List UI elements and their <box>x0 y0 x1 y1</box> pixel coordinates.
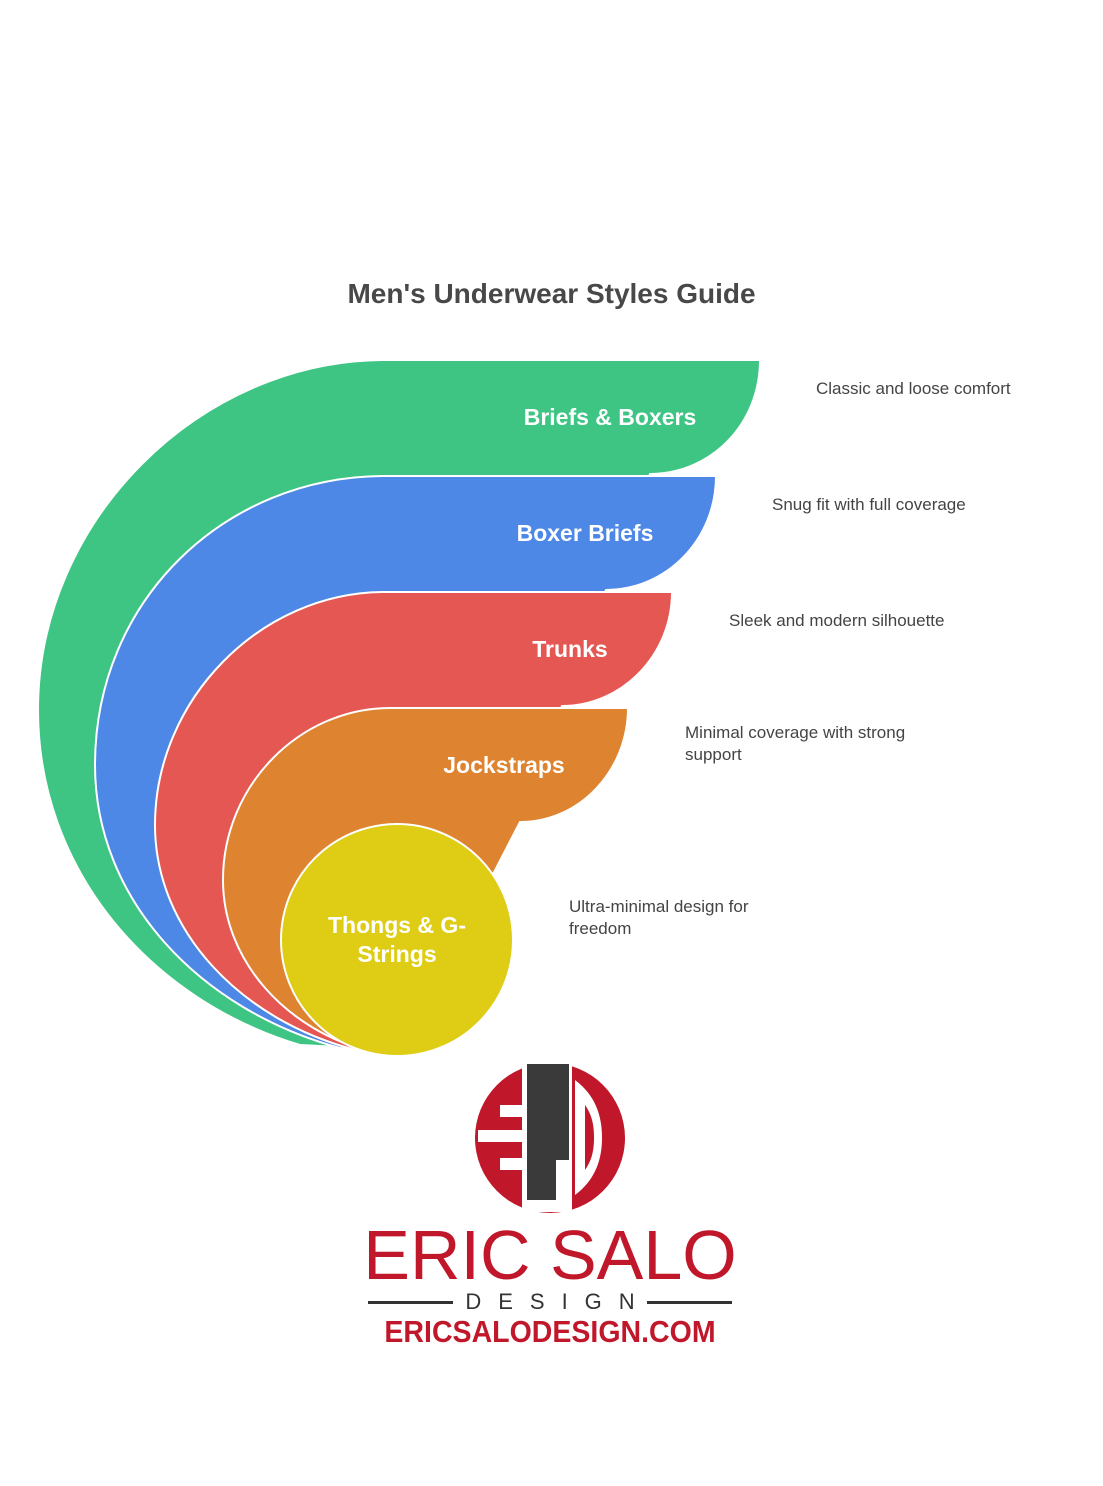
logo-subtitle-row: DESIGN <box>368 1289 733 1314</box>
logo-url: ERICSALODESIGN.COM <box>384 1314 716 1349</box>
layer-label: Trunks <box>532 636 608 662</box>
layer-label: Boxer Briefs <box>516 520 654 546</box>
layer-label: Jockstraps <box>443 752 565 778</box>
layer-description: Ultra-minimal design for freedom <box>569 897 749 938</box>
esd-logo-icon <box>475 1062 625 1213</box>
layer-description: Classic and loose comfort <box>816 379 1011 398</box>
divider <box>368 1300 454 1304</box>
layer-description: Sleek and modern silhouette <box>729 611 945 630</box>
layer-description: Minimal coverage with strong support <box>685 723 906 764</box>
divider <box>646 1300 733 1304</box>
layer-label: Thongs & G-Strings <box>328 912 466 967</box>
layer-description: Snug fit with full coverage <box>772 495 966 514</box>
layer-thongs <box>280 823 514 1057</box>
layer-label: Briefs & Boxers <box>523 404 697 430</box>
logo-name: ERIC SALO <box>363 1216 737 1294</box>
logo-subtitle: DESIGN <box>465 1289 652 1314</box>
diagram-title: Men's Underwear Styles Guide <box>347 278 756 309</box>
